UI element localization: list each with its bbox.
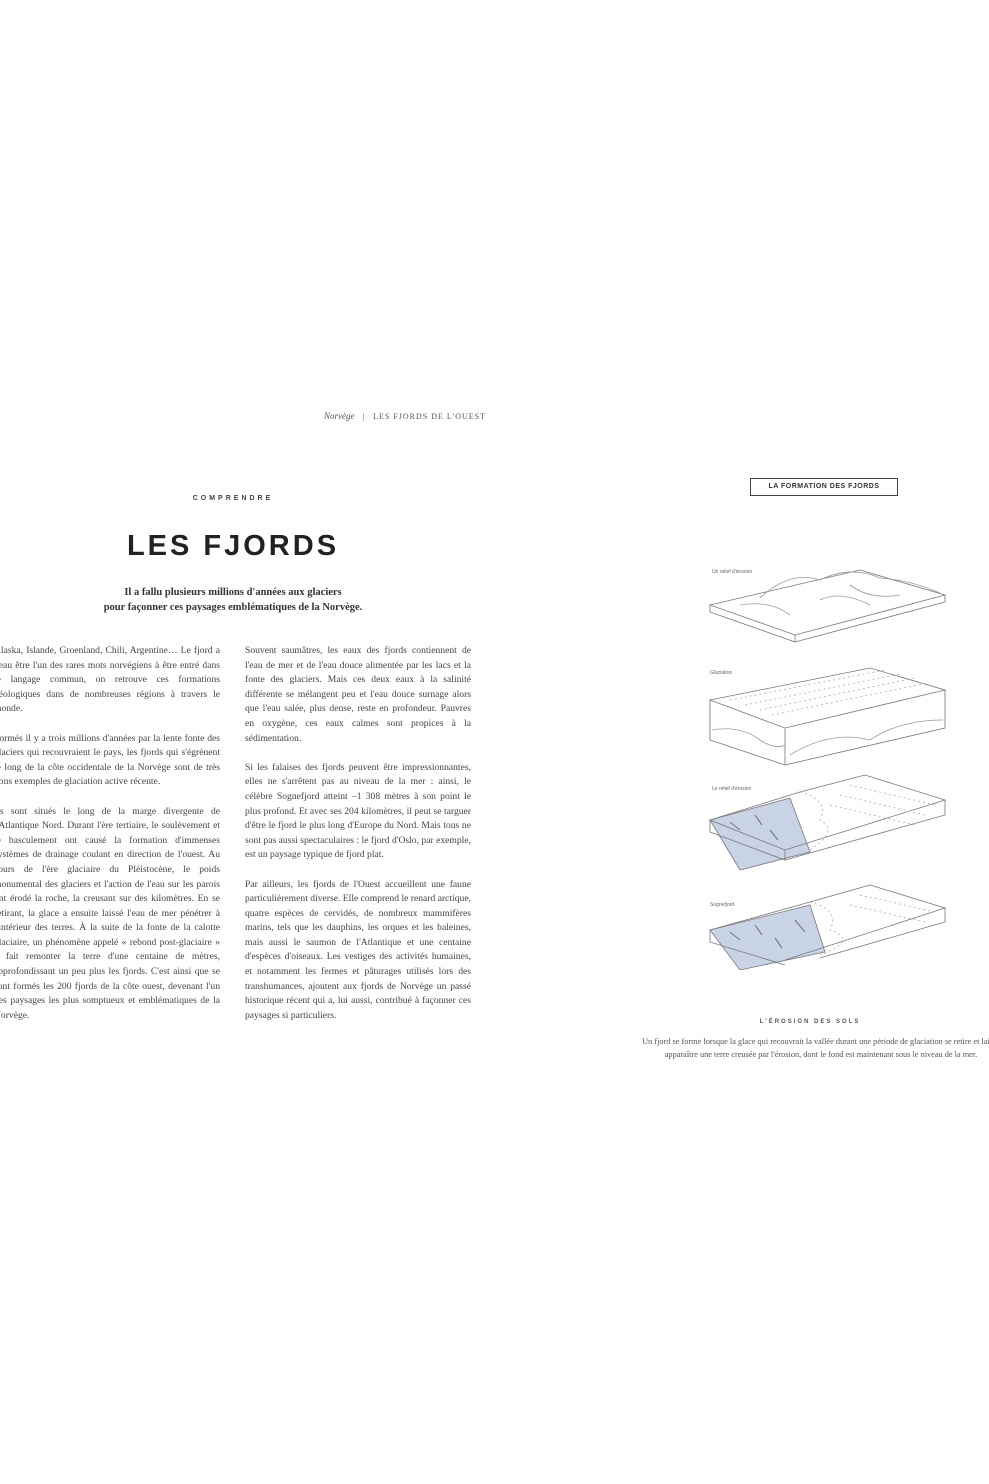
block-relief-initial	[708, 569, 947, 643]
block-glaciation	[708, 667, 947, 766]
paragraph: Souvent saumâtres, les eaux des fjords c…	[245, 645, 471, 744]
chapter-name: LES FJORDS DE L'OUEST	[373, 412, 486, 421]
block-sognefjord	[709, 884, 947, 970]
sidebar-badge: LA FORMATION DES FJORDS	[750, 478, 898, 496]
caption-text: Un fjord se forme lorsque la glace qui r…	[642, 1037, 989, 1059]
kicker: COMPRENDRE	[192, 495, 274, 502]
paragraph: Ils sont situés le long de la marge dive…	[0, 805, 220, 1021]
diagram-label: Glaciation	[710, 670, 733, 676]
paragraph: Formés il y a trois millions d'années pa…	[0, 732, 220, 788]
fjord-formation-diagram: Un relief d'érosion Glaciation Le relief…	[700, 560, 960, 970]
body-column-1: Alaska, Islande, Groenland, Chili, Argen…	[0, 644, 220, 1038]
subtitle-line: pour façonner ces paysages emblématiques…	[103, 602, 363, 613]
block-erosion	[708, 774, 947, 871]
body-column-2: Souvent saumâtres, les eaux des fjords c…	[245, 644, 471, 1038]
paragraph: Par ailleurs, les fjords de l'Ouest accu…	[245, 878, 471, 1021]
paragraph: Alaska, Islande, Groenland, Chili, Argen…	[0, 645, 220, 715]
paragraph: Si les falaises des fjords peuvent être …	[245, 761, 471, 861]
subtitle: Il a fallu plusieurs millions d'années a…	[60, 585, 406, 615]
diagram-label: Le relief d'érosion	[712, 786, 752, 792]
diagram-label: Un relief d'érosion	[712, 569, 753, 575]
section-name: Norvège	[323, 411, 355, 421]
caption-title: L'ÉROSION DES SOLS	[759, 1019, 861, 1025]
page-title: LES FJORDS	[126, 530, 340, 562]
diagram-label: Sognefjord	[710, 902, 735, 908]
running-header: Norvège|LES FJORDS DE L'OUEST	[323, 411, 486, 421]
subtitle-line: Il a fallu plusieurs millions d'années a…	[124, 587, 342, 598]
